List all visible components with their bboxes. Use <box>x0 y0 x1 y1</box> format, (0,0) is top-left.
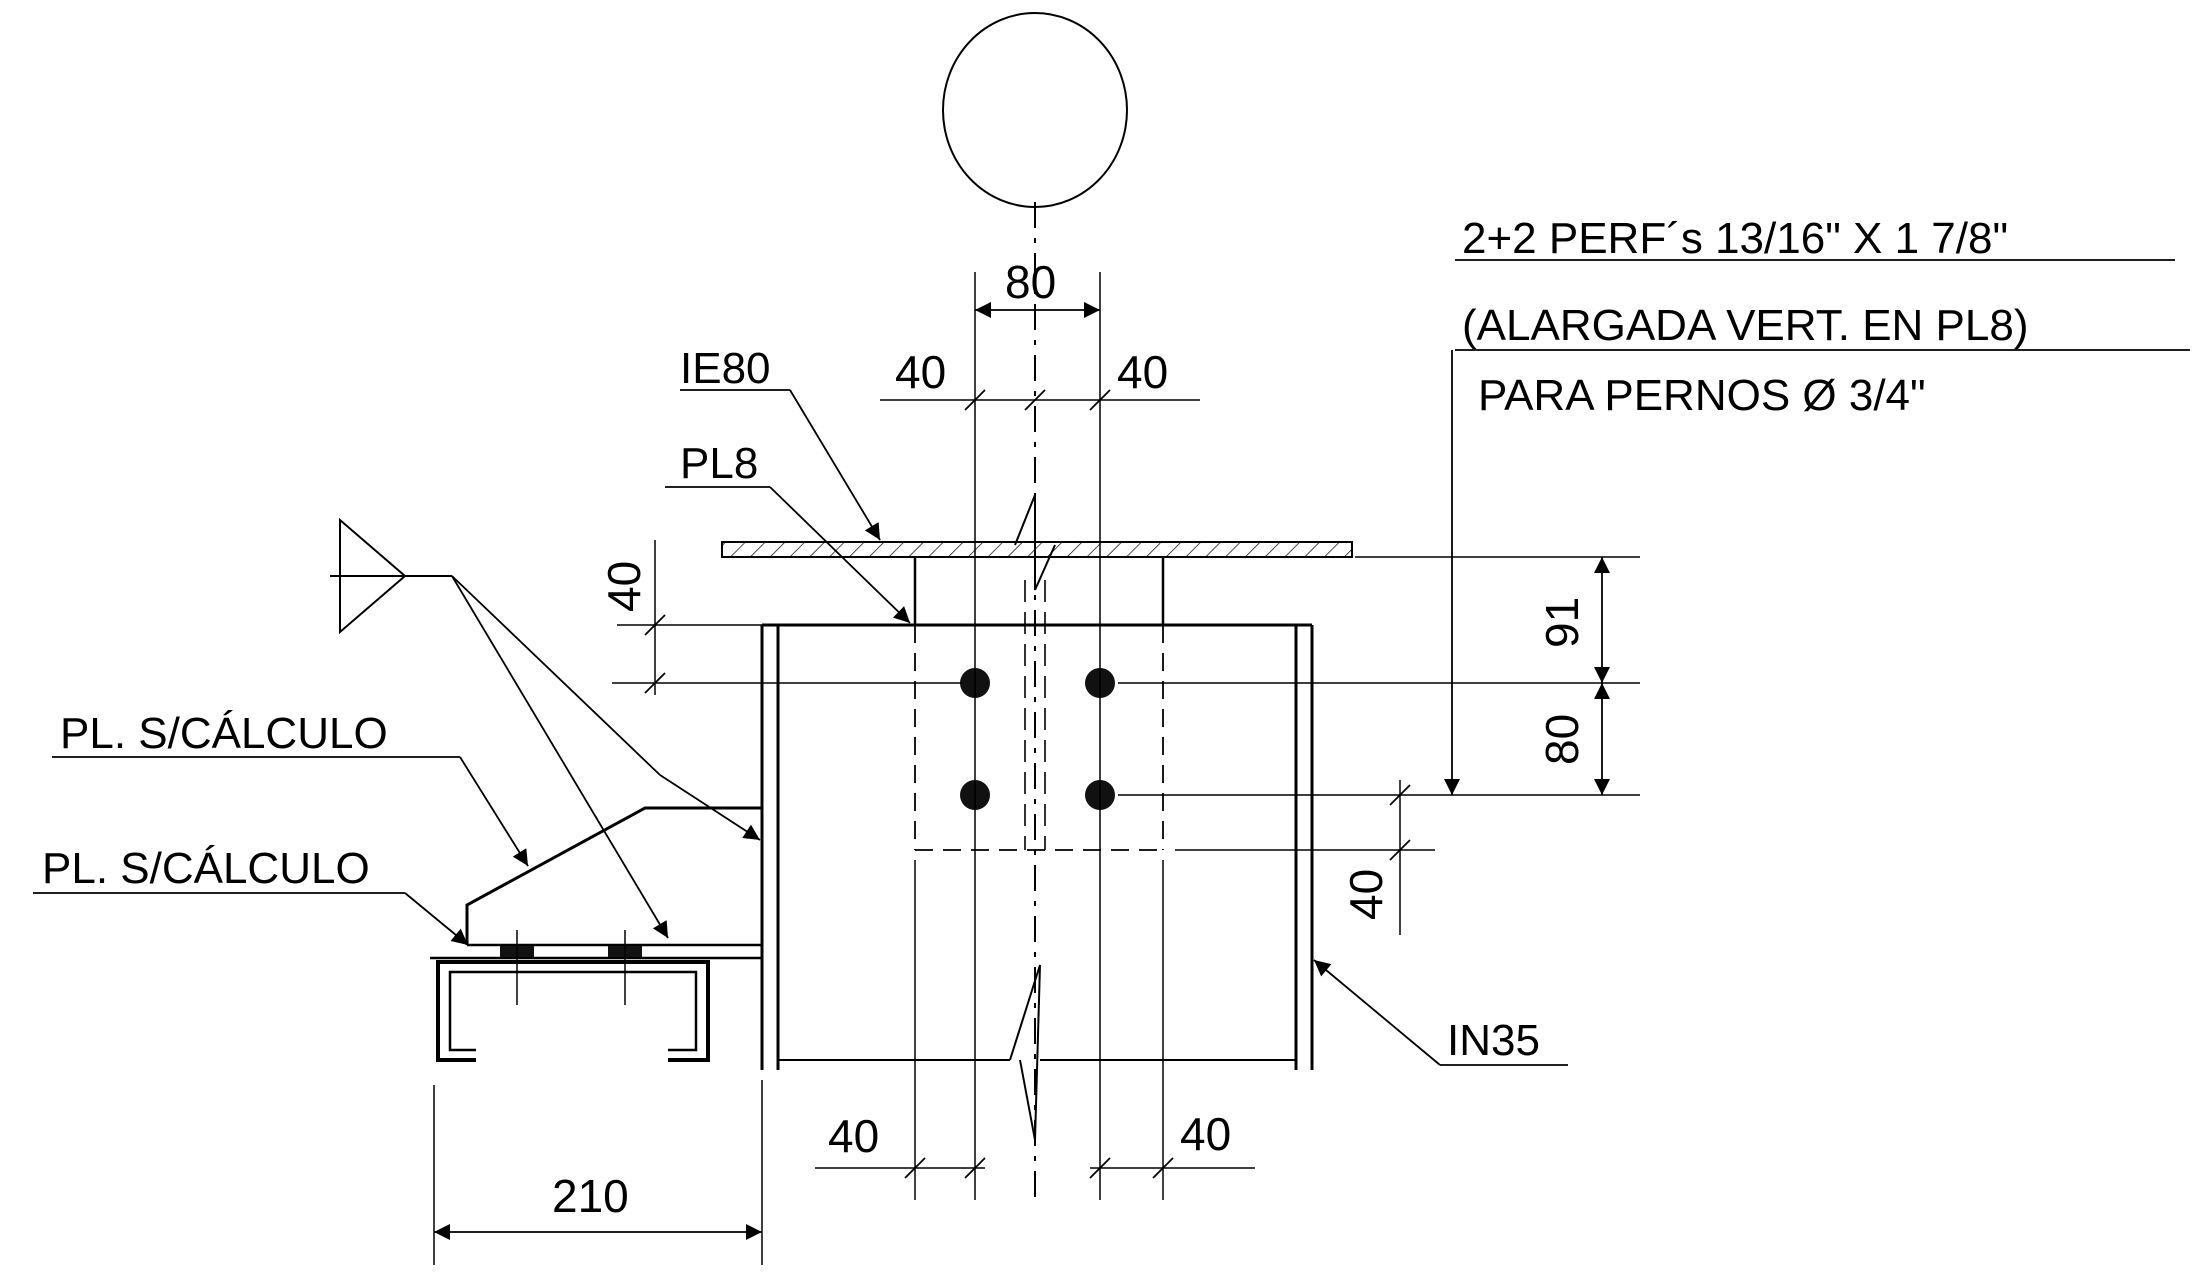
pl8-plate <box>913 557 1165 851</box>
dim-bottom-left-40: 40 <box>828 1110 879 1162</box>
dimension-texts: 80 40 40 40 91 80 40 40 40 210 <box>552 256 1588 1222</box>
ie80-label: IE80 <box>680 344 771 393</box>
dim-bottom-210: 210 <box>552 1170 629 1222</box>
pl-calculo-label-2: PL. S/CÁLCULO <box>42 844 370 893</box>
dim-bottom-right-40: 40 <box>1180 1108 1231 1160</box>
dim-right-80: 80 <box>1536 714 1588 765</box>
pl-calculo-label-1: PL. S/CÁLCULO <box>60 709 388 758</box>
ie80-plate-body <box>721 541 1353 558</box>
dim-top-80: 80 <box>1005 256 1056 308</box>
in35-column <box>760 623 1314 1070</box>
pl8-label: PL8 <box>680 439 758 488</box>
dimension-lines <box>433 272 1640 1265</box>
dim-right-40: 40 <box>1340 869 1392 920</box>
leaders <box>33 259 2190 1066</box>
dim-left-40: 40 <box>598 561 650 612</box>
in35-label: IN35 <box>1447 1016 1540 1065</box>
weld-symbol <box>330 517 761 939</box>
ie80-plate <box>721 541 1353 558</box>
bolt-group <box>960 668 1115 810</box>
gusset-plate <box>465 806 762 945</box>
channel-section <box>436 960 710 1062</box>
dim-right-91: 91 <box>1536 597 1588 648</box>
labels: IE80 PL8 PL. S/CÁLCULO PL. S/CÁLCULO IN3… <box>42 214 2029 1065</box>
left-bracket <box>430 806 762 1062</box>
note-line-3: PARA PERNOS Ø 3/4" <box>1478 371 1926 420</box>
axis-circle <box>942 12 1128 208</box>
break-line-bottom <box>1009 964 1041 1141</box>
note-line-1: 2+2 PERF´s 13/16" X 1 7/8" <box>1462 214 2008 263</box>
dim-top-right-40: 40 <box>1117 346 1168 398</box>
note-line-2: (ALARGADA VERT. EN PL8) <box>1462 301 2029 350</box>
dim-top-left-40: 40 <box>895 346 946 398</box>
